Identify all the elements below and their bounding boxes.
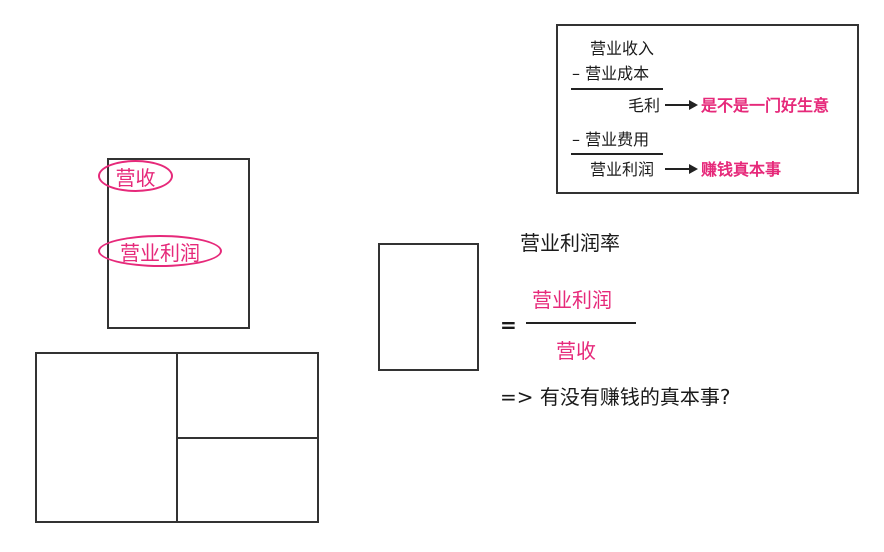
income-statement-box <box>556 24 859 194</box>
formula-equals: = <box>500 313 517 337</box>
formula-numerator: 营业利润 <box>532 288 612 312</box>
arrow-gross-icon <box>665 100 698 110</box>
gross-profit-note: 是不是一门好生意 <box>701 96 830 115</box>
cost-of-revenue-label: – 营业成本 <box>572 64 650 83</box>
formula-denominator: 营收 <box>556 339 596 363</box>
formula-conclusion: => 有没有赚钱的真本事? <box>500 385 731 409</box>
arrow-operating-icon <box>665 164 698 174</box>
split-horizontal-divider <box>176 437 319 439</box>
operating-profit-oval: 营业利润 <box>98 235 222 267</box>
fraction-bar <box>526 322 636 324</box>
divider-gross <box>571 88 663 90</box>
operating-profit-label: 营业利润 <box>590 160 655 179</box>
divider-operating <box>571 153 663 155</box>
operating-expense-label: – 营业费用 <box>572 130 650 149</box>
revenue-oval: 营收 <box>98 160 173 192</box>
operating-profit-note: 赚钱真本事 <box>701 160 782 179</box>
gross-profit-label: 毛利 <box>628 96 661 115</box>
revenue-label: 营业收入 <box>590 39 655 58</box>
small-rectangle <box>378 243 479 371</box>
formula-title: 营业利润率 <box>520 231 620 255</box>
